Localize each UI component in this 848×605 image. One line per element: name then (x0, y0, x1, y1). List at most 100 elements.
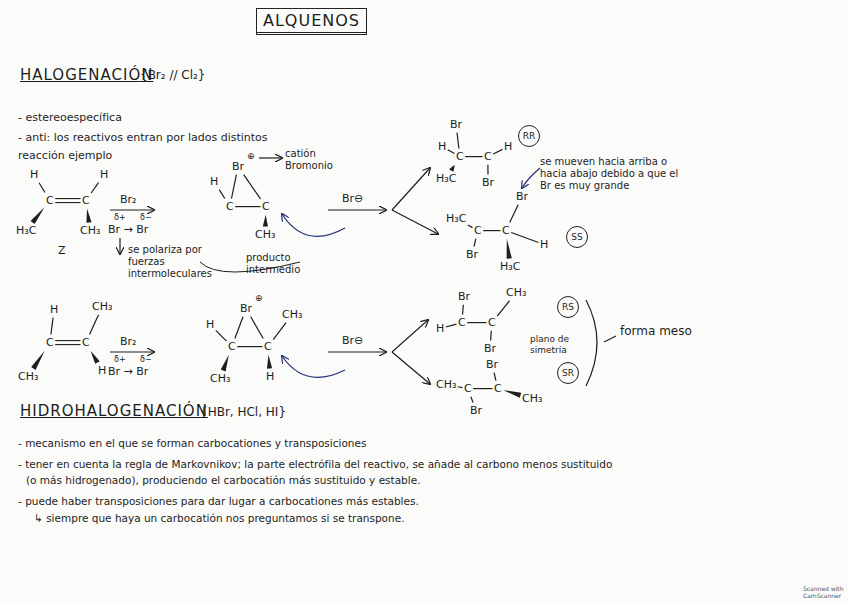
note-text: se polariza por fuerzas intermoleculares (128, 244, 228, 280)
bond-line (468, 225, 473, 228)
bond-line (493, 149, 502, 154)
bond-line (91, 351, 100, 364)
bond-line (448, 150, 455, 154)
bond-line (490, 331, 492, 341)
atom-label: H₃C (446, 212, 466, 225)
note-text: Br → Br (108, 223, 148, 236)
section-heading: HALOGENACIÓN (20, 66, 153, 84)
atom-label: Br⊖ (342, 334, 363, 347)
bond-line (465, 156, 482, 157)
bond-line (55, 344, 80, 345)
bond-line (39, 183, 45, 193)
atom-label: Z (58, 244, 66, 257)
atom-label: H (50, 303, 58, 316)
bond-line (487, 165, 488, 175)
bond-line (503, 390, 521, 398)
stereo-circle: SR (557, 362, 579, 384)
bond-line (511, 233, 538, 243)
atom-label: CH₃ (18, 370, 38, 383)
bond-line (51, 318, 53, 335)
note-text: - tener en cuenta la regla de Markovniko… (18, 458, 612, 471)
note-text: {Br₂ // Cl₂} (140, 68, 205, 82)
atom-label: CH₃ (210, 372, 230, 385)
atom-label: H₃C (500, 260, 520, 273)
bond-line (446, 324, 457, 327)
atom-label: H (30, 168, 38, 181)
bond-line (473, 388, 492, 389)
bond-line (263, 215, 268, 227)
atom-label: H (266, 370, 274, 383)
atom-label: Br (484, 342, 496, 355)
atom-label: H₃C (436, 172, 456, 185)
atom-label: Br (450, 118, 462, 131)
atom-label: Br (516, 190, 528, 203)
atom-label: C (494, 382, 502, 395)
atom-label: Br (482, 176, 494, 189)
atom-label: C (226, 200, 234, 213)
atom-label: H (540, 238, 548, 251)
atom-label: Br (458, 290, 470, 303)
bond-line (474, 239, 476, 247)
note-text: ↳ siempre que haya un carbocatión nos pr… (34, 512, 404, 525)
bond-line (458, 386, 463, 388)
atom-label: Br (232, 160, 244, 173)
atom-label: H₃C (16, 224, 36, 237)
bond-line (273, 323, 286, 340)
atom-label: C (464, 382, 472, 395)
bond-line (235, 206, 260, 207)
atom-label: δ− (140, 213, 152, 223)
bond-line (221, 355, 229, 372)
bond-line (235, 317, 243, 339)
bond-line (510, 205, 518, 223)
atom-label: H (436, 322, 444, 335)
atom-label: H (100, 168, 108, 181)
atom-label: Br (240, 302, 252, 315)
atom-label: C (82, 336, 90, 349)
atom-label: C (456, 150, 464, 163)
bond-line (494, 373, 496, 381)
atom-label: C (46, 194, 54, 207)
bond-line (267, 355, 272, 369)
note-text: catión Bromonio (285, 148, 350, 172)
atom-label: CH₃ (506, 286, 526, 299)
note-text: - anti: los reactivos entran por lados d… (18, 131, 268, 144)
atom-label: CH₃ (282, 308, 302, 321)
bond-line (449, 165, 455, 172)
atom-label: H (504, 140, 512, 153)
atom-label: C (458, 316, 466, 329)
atom-label: δ− (140, 355, 152, 365)
atom-label: C (502, 224, 510, 237)
stereo-descriptor: SS (571, 233, 582, 242)
note-text: plano de simetría (530, 334, 590, 356)
bond-line (467, 322, 486, 323)
bond-line (91, 183, 98, 193)
bond-line (55, 202, 80, 203)
bond-line (31, 351, 45, 370)
bond-line (462, 305, 464, 315)
atom-label: C (82, 194, 90, 207)
stereo-circle: RR (518, 125, 540, 147)
bond-line (237, 346, 262, 347)
atom-label: ⊕ (247, 151, 255, 162)
atom-label: C (264, 340, 272, 353)
note-text: - mecanismo en el que se forman carbocat… (18, 437, 366, 450)
note-text: - puede haber transposiciones para dar l… (18, 495, 419, 508)
atom-label: ⊕ (255, 293, 263, 304)
bond-line (471, 397, 473, 403)
atom-label: Br₂ (120, 335, 136, 348)
bond-line (216, 330, 227, 341)
atom-label: Br (470, 404, 482, 417)
stereo-circle: RS (557, 296, 579, 318)
atom-label: CH₃ (522, 392, 542, 405)
bond-line (31, 207, 45, 224)
bond-line (251, 317, 264, 339)
note-text: forma meso (620, 324, 692, 338)
atom-label: C (488, 316, 496, 329)
atom-label: C (474, 224, 482, 237)
bond-line (244, 175, 261, 199)
atom-label: H (438, 140, 446, 153)
note-text: Br → Br (108, 365, 148, 378)
atom-label: C (484, 150, 492, 163)
bond-line (219, 190, 225, 199)
